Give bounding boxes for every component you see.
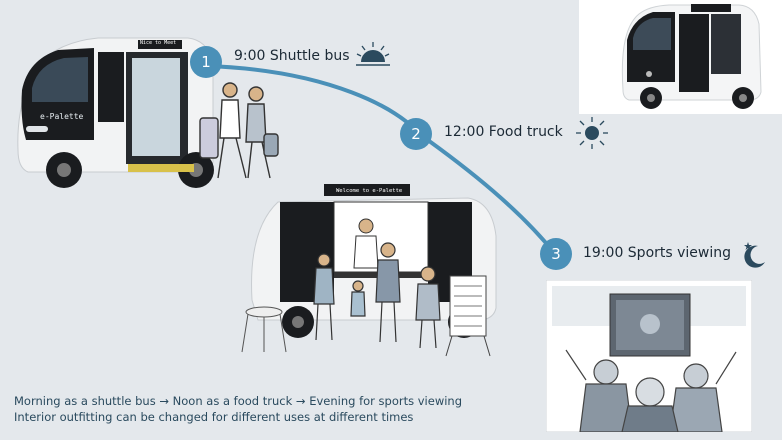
step-2-number: 2 — [411, 125, 421, 143]
food-truck-sign-text: Welcome to e-Palette — [336, 188, 403, 194]
sun-icon — [576, 117, 608, 149]
food-truck-illustration — [241, 184, 497, 357]
inset-vehicle-photo — [579, 0, 782, 114]
sports-viewing-illustration — [546, 280, 752, 432]
shuttle-side-text: e-Palette — [40, 112, 84, 121]
step-3-label: 19:00 Sports viewing — [583, 245, 732, 261]
sunrise-icon — [356, 42, 390, 66]
shuttle-sign-text: Nice to Meet — [140, 40, 177, 46]
step-3-marker: 3 — [540, 238, 572, 270]
shuttle-bus-illustration — [17, 37, 279, 188]
caption-line-1: Morning as a shuttle bus → Noon as a foo… — [14, 394, 463, 408]
step-1-marker: 1 — [190, 46, 222, 78]
step-1-label: 9:00 Shuttle bus — [234, 48, 350, 64]
e-palette-vehicle-icon — [621, 4, 762, 109]
step-1-number: 1 — [201, 53, 211, 71]
moon-icon — [744, 242, 765, 268]
step-2-marker: 2 — [400, 118, 432, 150]
step-3-number: 3 — [551, 245, 561, 263]
step-2-label: 12:00 Food truck — [444, 124, 563, 140]
caption-line-2: Interior outfitting can be changed for d… — [14, 410, 414, 424]
